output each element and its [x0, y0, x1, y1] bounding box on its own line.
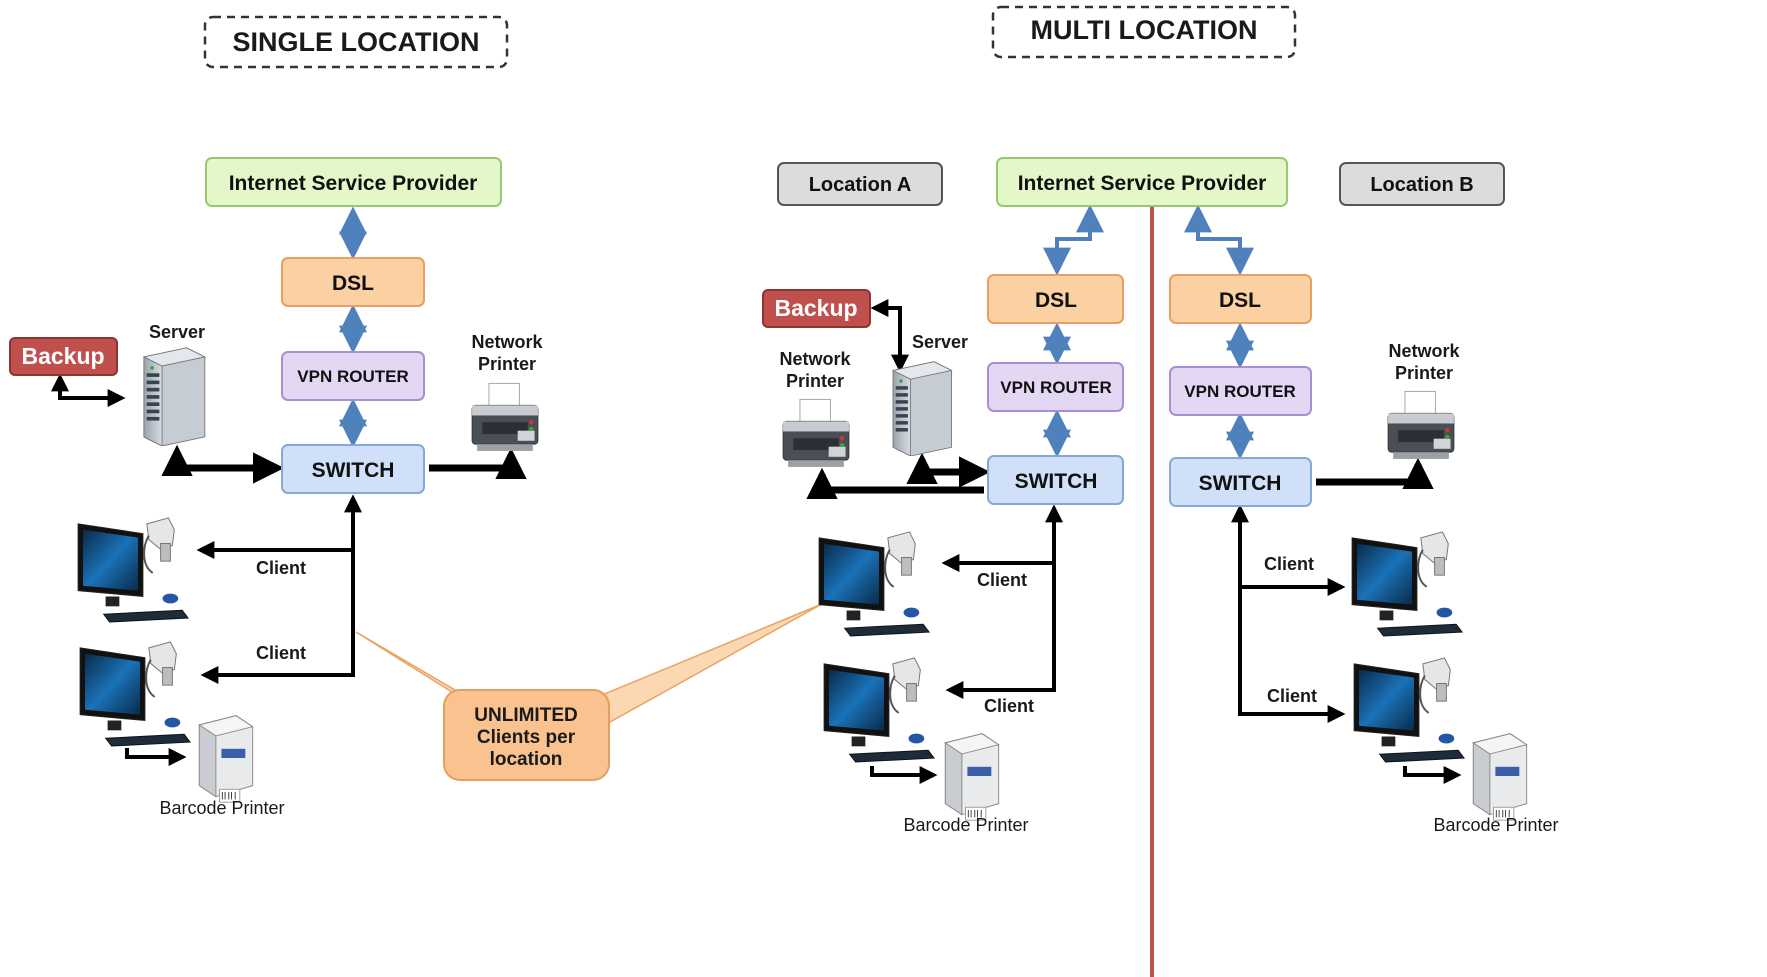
- location-b-vpn-label: VPN ROUTER: [1184, 382, 1295, 401]
- location-b-label: Location B: [1370, 174, 1473, 196]
- location-a-server-label: Server: [912, 332, 968, 352]
- location-a-barcode-printer-icon: [944, 733, 1000, 821]
- single-isp-label: Internet Service Provider: [229, 172, 478, 195]
- unlimited-clients-callout: UNLIMITED Clients per location: [355, 603, 823, 781]
- single-black-links: [51, 373, 527, 766]
- single-backup-label: Backup: [21, 343, 104, 369]
- location-a-backup-label: Backup: [774, 295, 857, 321]
- single-vpn-label: VPN ROUTER: [297, 367, 408, 386]
- single-client-2-label: Client: [256, 643, 306, 663]
- location-a-switch-box: SWITCH: [987, 455, 1124, 505]
- single-dsl-box: DSL: [281, 257, 425, 307]
- callout-line-2: Clients per: [477, 727, 576, 748]
- multi-isp-box: Internet Service Provider: [996, 157, 1288, 207]
- single-location-heading: SINGLE LOCATION: [203, 15, 509, 69]
- location-a-barcode-printer-label: Barcode Printer: [903, 815, 1028, 835]
- multi-isp-label: Internet Service Provider: [1018, 172, 1267, 195]
- location-b-dsl-box: DSL: [1169, 274, 1312, 324]
- single-client-2-icon: [79, 640, 192, 748]
- location-b-client-2-icon: [1353, 656, 1466, 764]
- location-a-client-1-label: Client: [977, 570, 1027, 590]
- single-switch-box: SWITCH: [281, 444, 425, 494]
- single-network-printer-icon: [471, 382, 539, 452]
- location-a-dsl-label: DSL: [1035, 289, 1077, 312]
- location-a-label-box: Location A: [777, 162, 943, 206]
- single-server-icon: [143, 347, 206, 446]
- location-a-backup-box: Backup: [762, 289, 871, 328]
- single-dsl-label: DSL: [332, 272, 374, 295]
- location-a-network-printer-icon: [782, 398, 850, 468]
- location-a-dsl-box: DSL: [987, 274, 1124, 324]
- multi-blue-links: [1043, 204, 1254, 460]
- single-isp-box: Internet Service Provider: [205, 157, 502, 207]
- location-b-client-2-label: Client: [1267, 686, 1317, 706]
- single-barcode-printer-label: Barcode Printer: [159, 798, 284, 818]
- callout-line-3: location: [490, 749, 563, 770]
- multi-location-heading: MULTI LOCATION: [991, 5, 1297, 59]
- location-a-client-2-label: Client: [984, 696, 1034, 716]
- location-b-barcode-printer-label: Barcode Printer: [1433, 815, 1558, 835]
- single-client-1-label: Client: [256, 558, 306, 578]
- single-backup-box: Backup: [9, 337, 118, 376]
- location-b-vpn-router-box: VPN ROUTER: [1169, 366, 1312, 416]
- location-a-client-1-icon: [818, 530, 931, 638]
- location-b-black-links: [1231, 457, 1462, 784]
- location-b-label-box: Location B: [1339, 162, 1505, 206]
- single-server-label: Server: [149, 322, 205, 342]
- location-a-black-links: [806, 299, 1063, 784]
- location-a-label: Location A: [809, 174, 912, 196]
- single-vpn-router-box: VPN ROUTER: [281, 351, 425, 401]
- location-a-vpn-router-box: VPN ROUTER: [987, 362, 1124, 412]
- single-client-1-icon: [77, 516, 190, 624]
- single-network-printer-label-1: Network: [471, 332, 543, 352]
- location-b-switch-box: SWITCH: [1169, 457, 1312, 507]
- location-b-barcode-printer-icon: [1472, 733, 1528, 821]
- location-a-switch-label: SWITCH: [1015, 470, 1098, 493]
- location-b-network-printer-icon: [1387, 390, 1455, 460]
- location-a-vpn-label: VPN ROUTER: [1000, 378, 1111, 397]
- single-heading-text: SINGLE LOCATION: [233, 27, 480, 57]
- location-b-client-1-icon: [1351, 530, 1464, 638]
- single-switch-label: SWITCH: [312, 459, 395, 482]
- location-b-network-printer-label-2: Printer: [1395, 363, 1453, 383]
- location-b-network-printer-label-1: Network: [1388, 341, 1460, 361]
- location-a-server-icon: [892, 361, 952, 456]
- location-a-network-printer-label-1: Network: [779, 349, 851, 369]
- location-b-dsl-label: DSL: [1219, 289, 1261, 312]
- callout-line-1: UNLIMITED: [474, 705, 577, 726]
- single-network-printer-label-2: Printer: [478, 354, 536, 374]
- location-a-client-2-icon: [823, 656, 936, 764]
- single-barcode-printer-icon: [198, 715, 254, 803]
- location-b-switch-label: SWITCH: [1199, 472, 1282, 495]
- location-a-network-printer-label-2: Printer: [786, 371, 844, 391]
- multi-heading-text: MULTI LOCATION: [1031, 15, 1258, 45]
- location-b-client-1-label: Client: [1264, 554, 1314, 574]
